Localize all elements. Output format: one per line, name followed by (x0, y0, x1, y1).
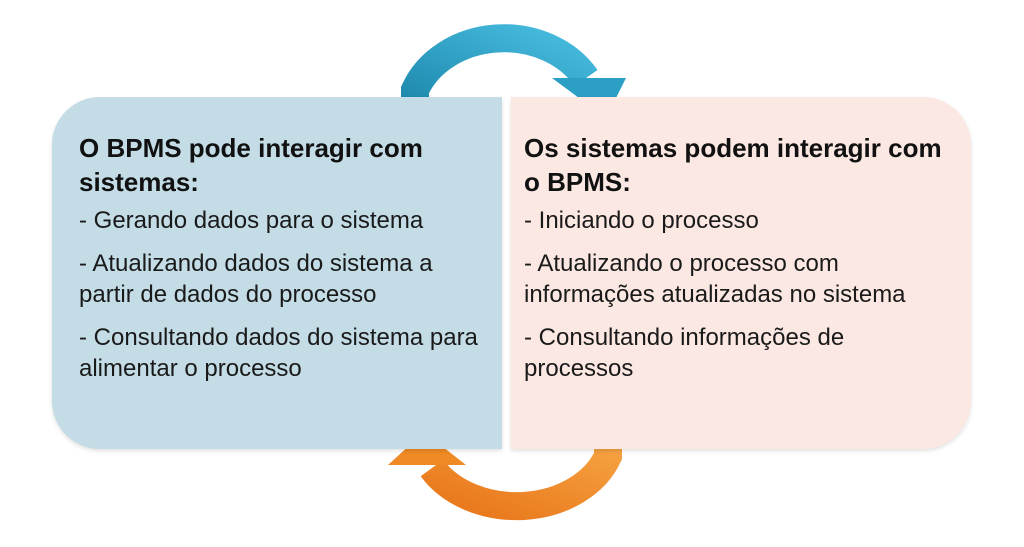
list-item: - Consultando informações de processos (524, 324, 845, 382)
left-panel-heading: O BPMS pode interagir com sistemas: (79, 133, 423, 197)
right-panel-heading: Os sistemas podem interagir com o BPMS: (524, 133, 942, 197)
list-item: - Consultando dados do sistema para alim… (79, 324, 478, 382)
list-item: - Iniciando o processo (524, 207, 759, 234)
list-item: - Gerando dados para o sistema (79, 207, 424, 234)
right-panel-list: - Iniciando o processo - Atualizando o p… (524, 205, 949, 384)
systems-to-bpms-panel: Os sistemas podem interagir com o BPMS: … (511, 97, 971, 449)
list-item: - Atualizando o processo com informações… (524, 250, 906, 308)
bpms-to-systems-panel: O BPMS pode interagir com sistemas: - Ge… (52, 97, 502, 449)
left-panel-list: - Gerando dados para o sistema - Atualiz… (79, 205, 488, 384)
list-item: - Atualizando dados do sistema a partir … (79, 250, 433, 308)
